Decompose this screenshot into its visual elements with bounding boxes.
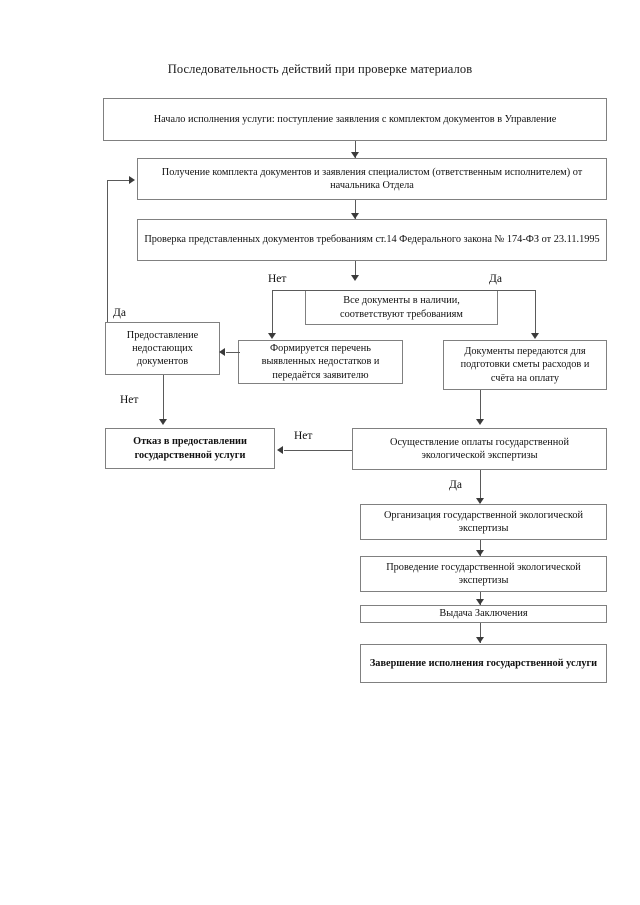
arrowhead-refusal-top — [159, 419, 167, 425]
connector-issue-to-completion — [480, 623, 481, 643]
node-deficiency-list-label: Формируется перечень выявленных недостат… — [261, 343, 380, 381]
arrowhead-payment — [476, 419, 484, 425]
connector-payment-to-refusal — [284, 450, 352, 451]
arrowhead-receive — [351, 152, 359, 158]
connector-split-left-down — [272, 290, 273, 337]
edge-label-yes-documents: Да — [489, 273, 502, 285]
connector-check-to-decision — [355, 261, 356, 279]
edge-label-yes-payment: Да — [449, 479, 462, 491]
node-payment: Осуществление оплаты государственной эко… — [352, 428, 607, 470]
connector-provide-to-refusal — [163, 375, 164, 423]
node-documents-transferred: Документы передаются для подготовки смет… — [443, 340, 607, 390]
arrowhead-check — [351, 213, 359, 219]
arrowhead-refusal-right — [277, 446, 283, 454]
node-provide-missing-label: Предоставление недостающих документов — [126, 329, 199, 368]
arrowhead-documents-transferred — [531, 333, 539, 339]
node-issue-conclusion: Выдача Заключения — [360, 605, 607, 623]
node-documents-transferred-label: Документы передаются для подготовки смет… — [460, 346, 590, 384]
node-completion: Завершение исполнения государственной ус… — [360, 644, 607, 683]
connector-split-right-down — [535, 290, 536, 337]
arrowhead-deficiency-list — [268, 333, 276, 339]
node-issue-conclusion-label: Выдача Заключения — [439, 608, 528, 620]
connector-provide-loop-right — [107, 180, 129, 181]
node-decision-documents-label: Все документы в наличии, соответствуют т… — [340, 295, 463, 320]
connector-transferred-to-payment — [480, 390, 481, 423]
connector-organization-to-conducting — [480, 540, 481, 556]
node-organization-label: Организация государственной экологическо… — [384, 509, 583, 534]
node-check-documents-label: Проверка представленных документов требо… — [144, 234, 600, 246]
node-refusal: Отказ в предоставлении государственной у… — [105, 428, 275, 469]
connector-receive-to-check — [355, 200, 356, 219]
arrowhead-organization — [476, 498, 484, 504]
arrowhead-provide-missing — [219, 348, 225, 356]
node-deficiency-list: Формируется перечень выявленных недостат… — [238, 340, 403, 384]
arrowhead-issue-conclusion — [476, 599, 484, 605]
node-organization: Организация государственной экологическо… — [360, 504, 607, 540]
node-check-documents: Проверка представленных документов требо… — [137, 219, 607, 261]
edge-label-yes-provide: Да — [113, 307, 126, 319]
arrowhead-completion — [476, 637, 484, 643]
node-provide-missing: Предоставление недостающих документов — [105, 322, 220, 375]
arrowhead-receive-loop — [129, 176, 135, 184]
node-conducting: Проведение государственной экологической… — [360, 556, 607, 592]
node-completion-label: Завершение исполнения государственной ус… — [369, 657, 598, 669]
node-refusal-label: Отказ в предоставлении государственной у… — [133, 436, 247, 461]
node-receive-documents: Получение комплекта документов и заявлен… — [137, 158, 607, 200]
connector-deficiency-to-provide — [226, 352, 240, 353]
node-receive-documents-label: Получение комплекта документов и заявлен… — [161, 166, 583, 191]
connector-payment-to-organization — [480, 470, 481, 503]
edge-label-no-documents: Нет — [268, 273, 287, 285]
connector-start-to-receive — [355, 141, 356, 158]
edge-label-no-provide: Нет — [120, 394, 139, 406]
edge-label-no-payment: Нет — [294, 430, 313, 442]
arrowhead-decision — [351, 275, 359, 281]
connector-conducting-to-issue — [480, 592, 481, 605]
connector-provide-loop-up — [107, 180, 108, 322]
page-title: Последовательность действий при проверке… — [167, 62, 473, 76]
node-start: Начало исполнения услуги: поступление за… — [103, 98, 607, 141]
node-conducting-label: Проведение государственной экологической… — [386, 561, 581, 586]
arrowhead-conducting — [476, 550, 484, 556]
node-decision-documents: Все документы в наличии, соответствуют т… — [305, 290, 498, 325]
node-payment-label: Осуществление оплаты государственной эко… — [390, 436, 569, 461]
node-start-label: Начало исполнения услуги: поступление за… — [153, 113, 557, 125]
connector-split-horizontal — [272, 290, 535, 291]
